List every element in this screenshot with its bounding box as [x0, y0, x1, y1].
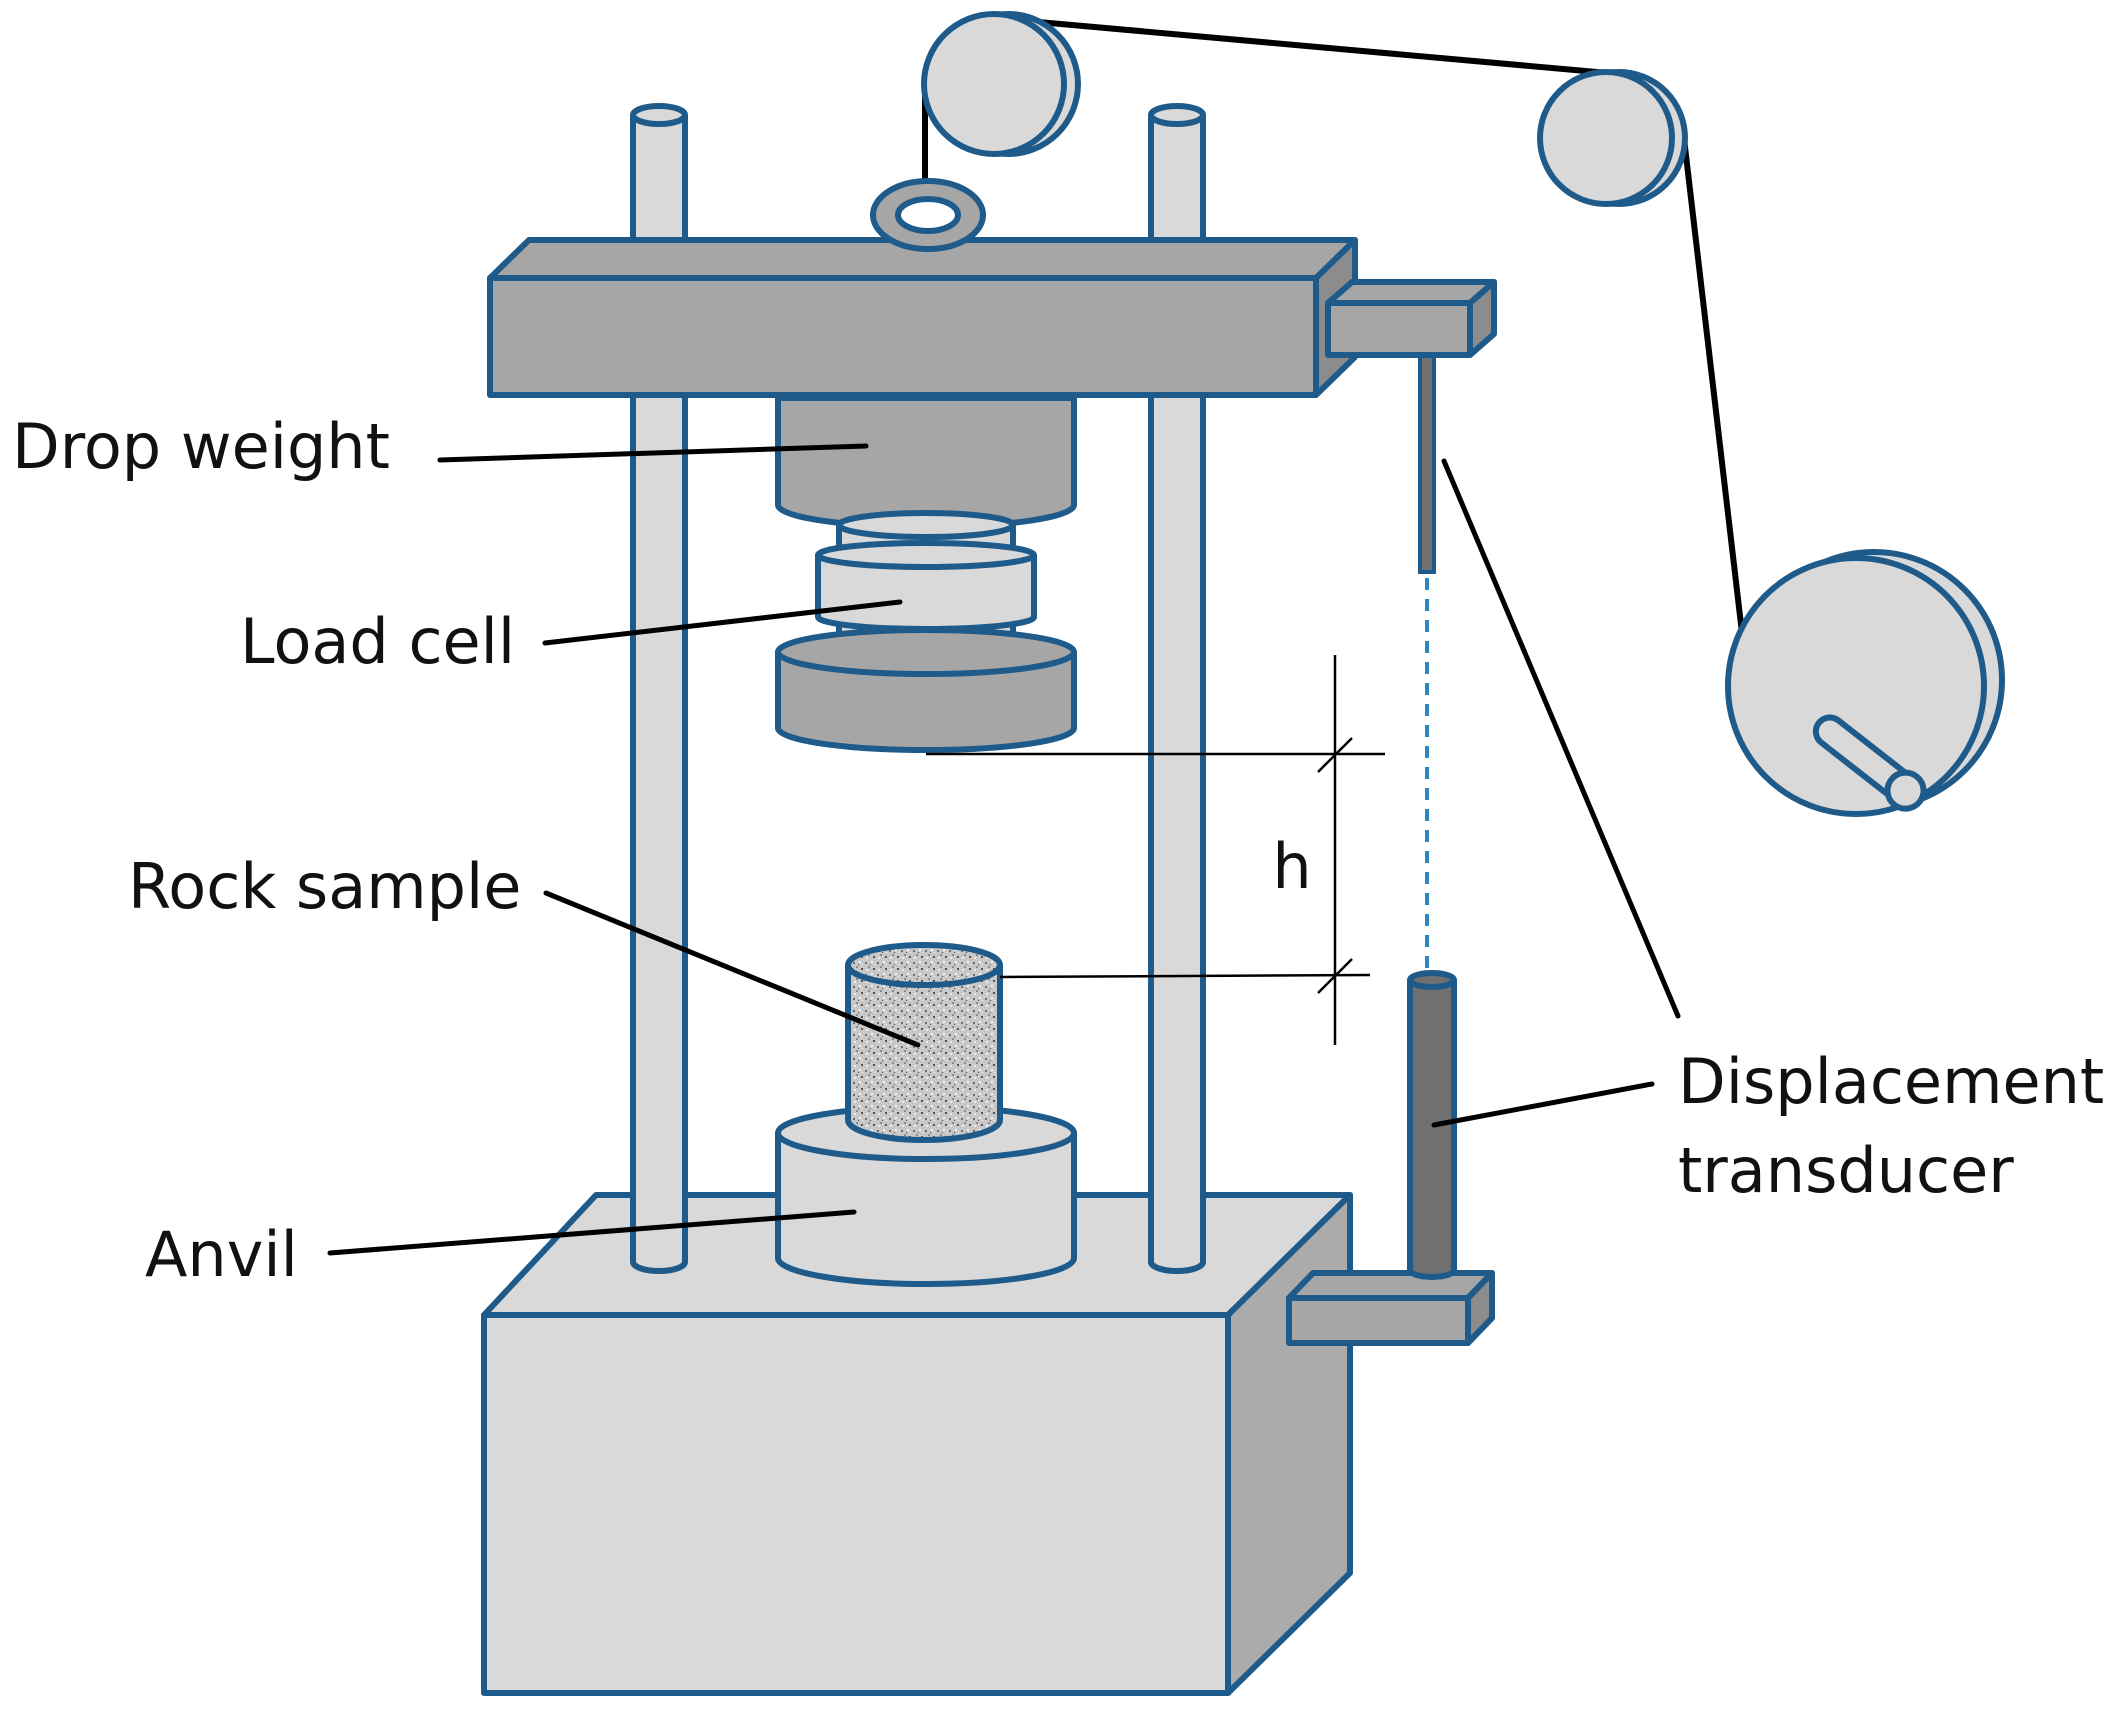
- displacement-transducer-label-line1: Displacement: [1678, 1045, 2104, 1118]
- hoist-ring: [870, 178, 986, 252]
- rock-sample-label: Rock sample: [128, 850, 521, 923]
- height-label: h: [1272, 830, 1311, 903]
- drop-weight-label: Drop weight: [12, 410, 390, 483]
- displacement-transducer-label-line2: transducer: [1678, 1134, 2014, 1207]
- left-guide-column: [630, 103, 688, 1274]
- upper-transducer-bracket: [1325, 279, 1497, 358]
- leader-lines: [327, 443, 1681, 1256]
- anvil-label: Anvil: [145, 1218, 298, 1291]
- winch-handle: [1812, 714, 1927, 812]
- load-cell-leader: [542, 599, 903, 646]
- load-cell: [815, 510, 1037, 653]
- winch-drum: [1725, 549, 2005, 817]
- lower-transducer-bracket: [1286, 1270, 1495, 1346]
- impact-head: [775, 627, 1077, 753]
- height-dimension: h: [926, 655, 1385, 1045]
- top-pulley: [921, 11, 1081, 157]
- top-crossbeam: [487, 237, 1358, 398]
- displacement-rod-leader: [1441, 458, 1681, 1019]
- anvil-leader: [327, 1209, 857, 1256]
- right-pulley: [1537, 69, 1688, 207]
- load-cell-label: Load cell: [240, 605, 515, 678]
- transducer-body: [1407, 970, 1457, 1280]
- drop-weight: [775, 395, 1077, 530]
- labels: Drop weight Load cell Rock sample Anvil …: [12, 410, 2104, 1291]
- rock-sample-leader: [543, 890, 921, 1048]
- transducer-rod: [1418, 348, 1436, 574]
- right-guide-column: [1148, 103, 1206, 1274]
- drop-weight-leader: [437, 443, 869, 463]
- rock-sample: [845, 942, 1003, 1143]
- displacement-body-leader: [1431, 1081, 1655, 1128]
